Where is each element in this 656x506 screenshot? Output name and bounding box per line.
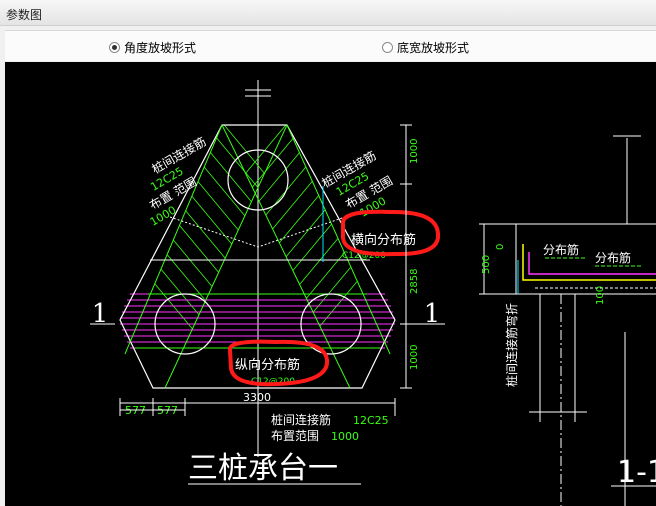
dim-bottom: 1000 — [409, 345, 420, 370]
pile-top-circle — [227, 149, 289, 211]
section-cap-rect — [515, 223, 656, 295]
inner-v-dotted — [169, 216, 346, 248]
cad-drawing: 1 1 桩间连接筋 12C25 布置 范围 1000 桩间连接筋 12C25 布… — [90, 80, 656, 506]
bottom-link-label1: 桩间连接筋 — [271, 412, 331, 427]
section-magenta-rebar — [528, 252, 656, 275]
left-leg-edge — [124, 124, 223, 355]
width-slope-label: 底宽放坡形式 — [397, 41, 470, 55]
dim-width: 3300 — [243, 391, 271, 404]
left-leg-annotation: 桩间连接筋 12C25 布置 范围 1000 — [147, 134, 208, 229]
transverse-rebar-label: 横向分布筋 — [351, 232, 416, 248]
width-slope-radio[interactable]: 底宽放坡形式 — [382, 39, 469, 56]
section-mark-left: 1 — [92, 299, 109, 329]
section-h0: 0 — [495, 244, 506, 250]
window-title-bar: 参数图 — [0, 0, 656, 26]
transverse-code-hidden: C12@200 — [342, 251, 386, 261]
section-dist-label1: 分布筋 — [543, 242, 579, 257]
plan-title: 三桩承台一 — [188, 451, 338, 486]
longitudinal-code-hidden: C12@200 — [251, 377, 295, 387]
section-vertical-label: 桩间连接筋弯折 — [504, 303, 519, 387]
dim-mid: 2858 — [409, 269, 420, 294]
bottom-link-value2: 1000 — [331, 430, 359, 443]
section-yellow-rebar — [522, 244, 656, 281]
longitudinal-rebar-label: 纵向分布筋 — [235, 357, 300, 373]
bottom-link-value1: 12C25 — [353, 414, 389, 427]
window-title: 参数图 — [6, 8, 43, 22]
section-h500: 500 — [481, 255, 492, 274]
pile-right-circle — [300, 293, 362, 355]
radio-unselected-icon[interactable] — [382, 42, 393, 53]
right-leg-edge — [286, 124, 391, 355]
left-leg-edge — [164, 124, 288, 389]
options-bar: 角度放坡形式 底宽放坡形式 — [5, 30, 656, 61]
dim-top: 1000 — [409, 139, 420, 164]
transverse-highlight-circle — [341, 209, 441, 257]
right-leg-hatch — [222, 125, 390, 388]
radio-selected-icon[interactable] — [109, 42, 120, 53]
section-h100: 100 — [595, 286, 606, 305]
section-title: 1-1 — [617, 455, 656, 490]
parameter-drawing-canvas: 1 1 桩间连接筋 12C25 布置 范围 1000 桩间连接筋 12C25 布… — [5, 62, 656, 506]
angle-slope-radio[interactable]: 角度放坡形式 — [109, 39, 196, 56]
right-leg-edge — [221, 124, 351, 389]
pile-left-circle — [154, 293, 216, 355]
section-mark-right: 1 — [424, 299, 441, 329]
right-leg-annotation: 桩间连接筋 12C25 布置 范围 1000 — [319, 148, 395, 220]
angle-slope-label: 角度放坡形式 — [124, 41, 197, 55]
section-dist-label2: 分布筋 — [595, 250, 631, 265]
bottom-link-label2: 布置范围 — [271, 429, 319, 443]
section-view: 500 0 分布筋 分布筋 100 桩间连接筋弯折 1-1 — [479, 135, 656, 506]
longitudinal-highlight-circle — [228, 339, 330, 387]
